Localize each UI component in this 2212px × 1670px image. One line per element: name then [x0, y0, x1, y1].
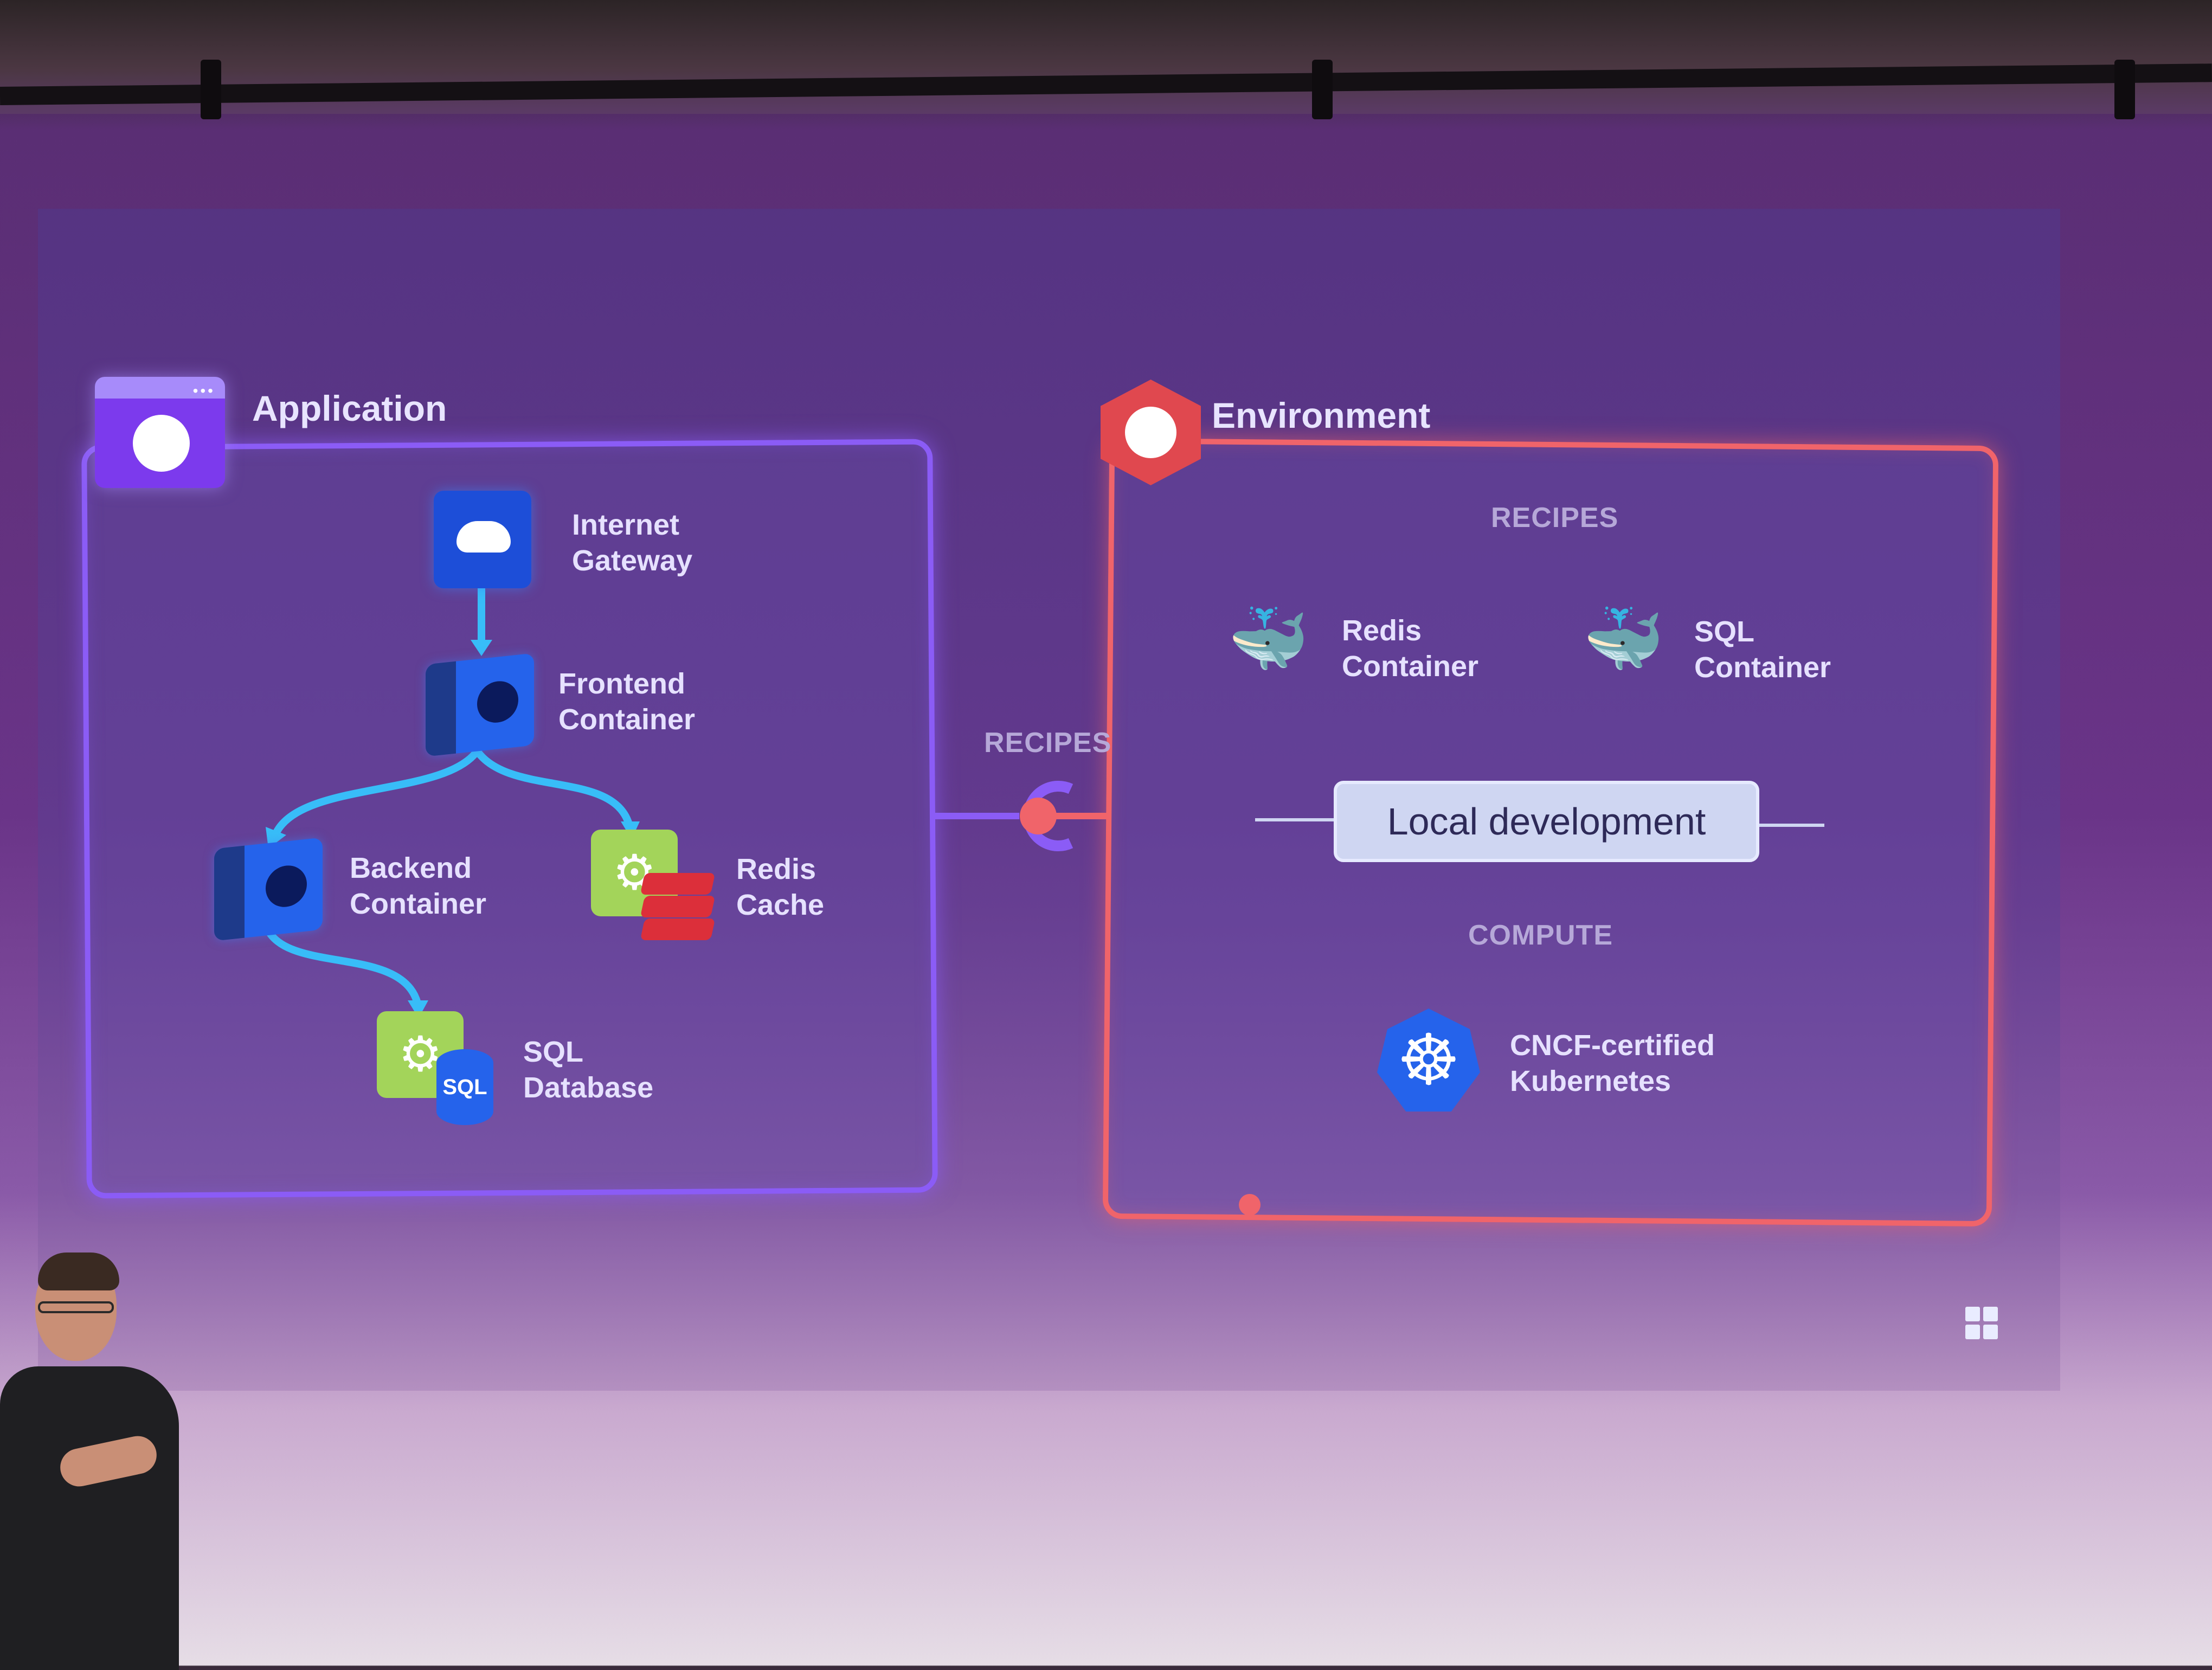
arrowhead [471, 640, 492, 656]
recipe-plug [1020, 798, 1057, 834]
sql-database-icon: SQL [436, 1049, 493, 1125]
environment-title: Environment [1212, 395, 1431, 435]
truss-clamp [1312, 60, 1333, 119]
backend-to-sql-arrow [262, 921, 421, 1007]
redis-icon [640, 873, 716, 940]
truss-clamp [201, 60, 221, 119]
recipes-heading: RECIPES [1491, 502, 1619, 534]
panel-dot [1239, 1194, 1261, 1216]
docker-whale-icon: 🐳 [1228, 603, 1309, 676]
arrowhead [408, 1000, 428, 1018]
cloud-gateway-icon [434, 491, 531, 588]
windows-logo-icon [1965, 1307, 1998, 1339]
kubernetes-helm-icon: ☸ [1377, 1009, 1480, 1112]
docker-whale-icon: 🐳 [1583, 603, 1664, 676]
presenter [0, 1252, 195, 1670]
gauge-icon [1125, 407, 1176, 458]
backend-container-icon [214, 837, 323, 941]
truss-clamp [2114, 60, 2135, 119]
local-development-chip: Local development [1334, 781, 1759, 862]
compute-heading: COMPUTE [1468, 920, 1613, 951]
frontend-to-redis-arrow [473, 747, 633, 828]
application-icon: ••• [95, 377, 225, 488]
frontend-container-icon [426, 653, 534, 757]
connector-label: RECIPES [984, 727, 1112, 759]
application-title: Application [252, 388, 447, 428]
frontend-to-backend-arrow [273, 747, 481, 836]
gauge-icon [133, 415, 190, 472]
